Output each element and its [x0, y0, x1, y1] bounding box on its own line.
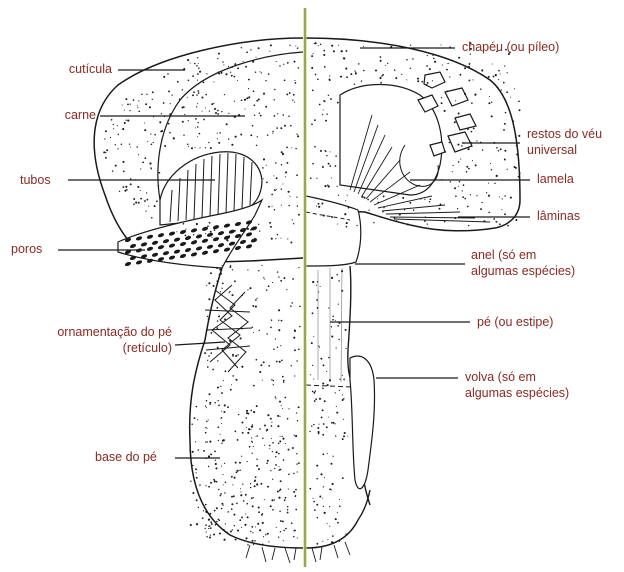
label-base-do-pe: base do pé — [95, 450, 157, 464]
label-restos-line2: universal — [527, 143, 577, 157]
label-ornamentacao-line2: (retículo) — [20, 341, 172, 355]
reticulum-net — [205, 285, 252, 372]
left-section-half — [94, 38, 303, 548]
label-laminas: lâminas — [537, 209, 580, 223]
stem-right-bottom — [306, 490, 370, 548]
stem-striations — [318, 268, 342, 382]
stem-base-line — [306, 385, 352, 387]
label-carne: carne — [20, 108, 96, 122]
label-poros: poros — [11, 242, 42, 256]
label-lamela: lamela — [537, 172, 574, 186]
label-cuticula: cutícula — [20, 62, 112, 76]
label-volva-line1: volva (só em — [465, 370, 536, 384]
label-pe: pé (ou estipe) — [477, 315, 553, 329]
right-exterior-half — [306, 38, 521, 548]
label-anel-line2: algumas espécies) — [471, 264, 575, 278]
label-chapeu: chapéu (ou píleo) — [462, 40, 559, 54]
volva — [350, 356, 375, 489]
label-anel-line1: anel (só em — [471, 248, 536, 262]
label-volva-line2: algumas espécies) — [465, 386, 569, 400]
label-ornamentacao-line1: ornamentação do pé — [20, 325, 172, 339]
label-tubos: tubos — [20, 173, 51, 187]
label-restos-line1: restos do véu — [527, 127, 602, 141]
